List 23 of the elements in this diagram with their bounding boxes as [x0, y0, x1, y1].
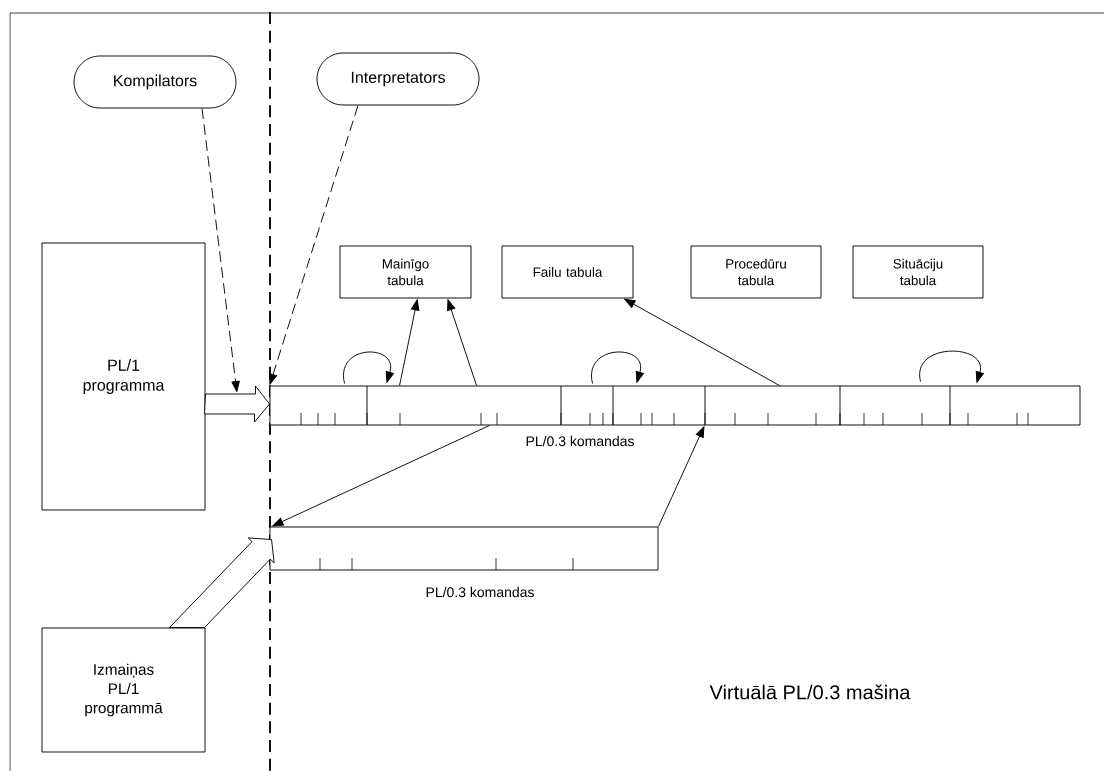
loop-arrow [591, 351, 644, 384]
region-label: Virtuālā PL/0.3 mašina [709, 684, 911, 700]
command-strip [269, 385, 1081, 426]
hollow-arrow [169, 537, 275, 628]
strip-caption: PL/0.3 komandas [526, 435, 634, 447]
arrow [624, 298, 780, 386]
dashed-arrow [201, 108, 240, 393]
arrow [272, 425, 490, 527]
dashed-arrow [268, 105, 359, 385]
process-box: PL/1 programma [41, 242, 206, 511]
process-box: Procedūru tabula [690, 245, 822, 299]
command-strip [269, 526, 659, 571]
hollow-arrow [204, 385, 270, 423]
arrow [658, 426, 705, 527]
arrow [447, 299, 477, 386]
process-box: Situāciju tabula [852, 245, 984, 299]
strip-caption: PL/0.3 komandas [426, 586, 534, 598]
process-box: Mainīgo tabula [339, 245, 472, 299]
process-box: Failu tabula [501, 245, 634, 299]
loop-arrow [919, 350, 984, 383]
loop-arrow [343, 351, 394, 384]
process-box: Izmaiņas PL/1 programmā [41, 627, 206, 753]
arrow [399, 299, 420, 386]
